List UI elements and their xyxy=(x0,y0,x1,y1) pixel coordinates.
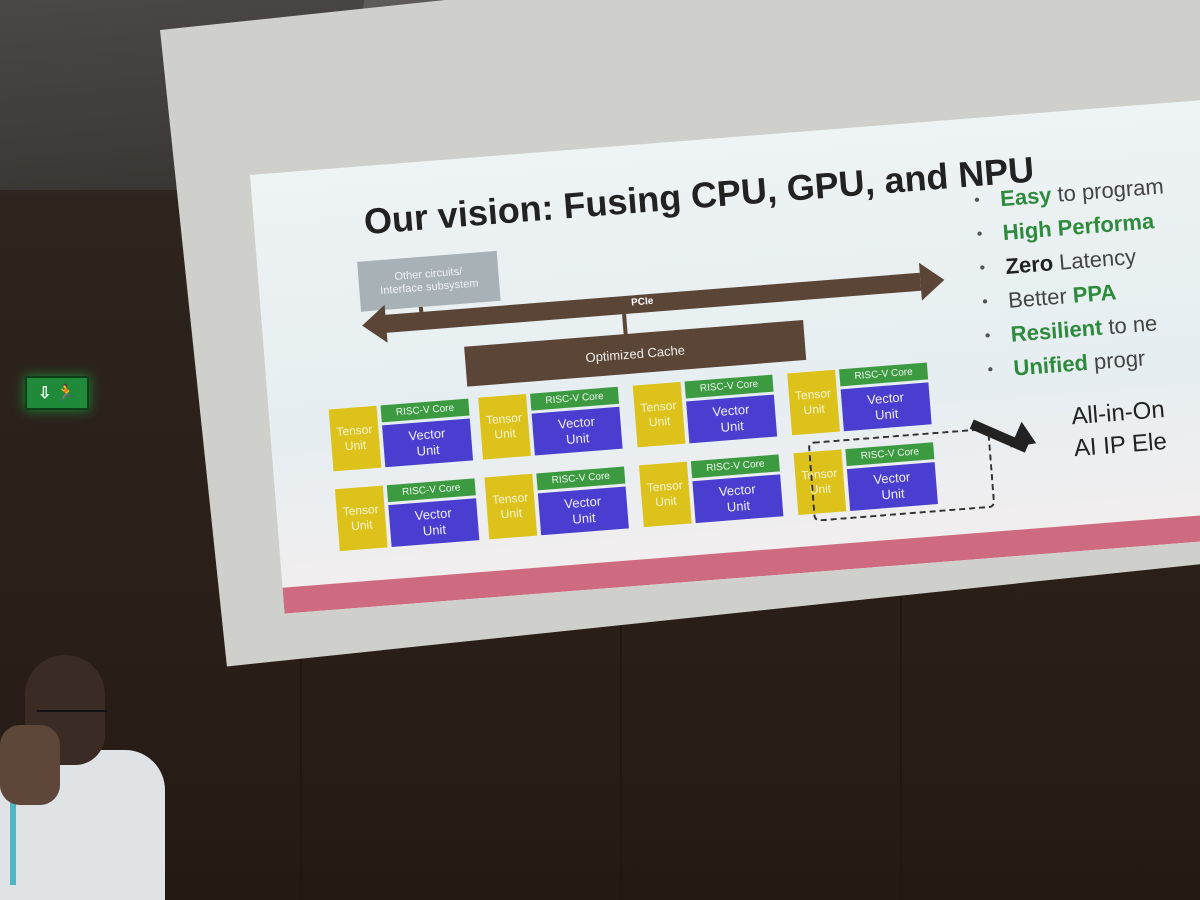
other-circuits-label: Other circuits/ Interface subsystem xyxy=(379,265,479,298)
tensor-unit-block: Tensor Unit xyxy=(484,473,538,540)
bullet-highlight: High Performa xyxy=(1001,208,1155,246)
pcie-label: PCIe xyxy=(630,295,654,309)
slide-title: Our vision: Fusing CPU, GPU, and NPU xyxy=(362,148,1036,243)
highlight-dashed-box xyxy=(807,427,996,522)
person-lanyard xyxy=(10,765,16,885)
bullet-item: • Resilient to ne xyxy=(984,310,1158,358)
bullet-text: Latency xyxy=(1052,243,1137,276)
bullet-dot: • xyxy=(981,293,989,311)
presentation-slide: Our vision: Fusing CPU, GPU, and NPU Oth… xyxy=(250,98,1200,614)
cache-label: Optimized Cache xyxy=(584,341,686,365)
bullet-dot: • xyxy=(984,327,992,345)
vector-unit-block: Vector Unit xyxy=(686,394,778,444)
vector-unit-block: Vector Unit xyxy=(840,382,932,432)
bullet-prefix: Better xyxy=(1007,282,1074,313)
bullet-dot: • xyxy=(978,259,986,278)
tensor-unit-block: Tensor Unit xyxy=(478,394,531,460)
callout-arrow-head xyxy=(1010,421,1042,457)
bullet-item: • Better PPA xyxy=(981,279,1118,324)
bullet-highlight: Resilient xyxy=(1009,314,1104,347)
bullet-highlight: Easy xyxy=(999,182,1053,212)
bullet-dot: • xyxy=(976,225,984,244)
bullet-list: •Easy to program •High Performa •Zero La… xyxy=(973,173,1165,392)
bullet-dot: • xyxy=(986,361,994,379)
audience-member xyxy=(0,655,170,900)
callout-line-2: AI IP Ele xyxy=(1072,428,1168,463)
tensor-unit-block: Tensor Unit xyxy=(334,485,388,552)
bus-arrow-right xyxy=(918,260,946,301)
person-hands xyxy=(0,725,60,805)
tensor-unit-block: Tensor Unit xyxy=(638,461,692,528)
bullet-highlight: Zero xyxy=(1004,250,1055,279)
vector-unit-block: Vector Unit xyxy=(531,406,623,456)
bullet-item: • Zero Latency xyxy=(979,244,1137,290)
bullet-text: progr xyxy=(1086,345,1147,375)
exit-sign: ⇩ 🏃 xyxy=(25,376,89,410)
callout-text: All-in-On AI IP Ele xyxy=(1070,394,1168,466)
other-circuits-block: Other circuits/ Interface subsystem xyxy=(357,250,501,312)
bullet-text: to ne xyxy=(1101,310,1159,340)
connector-line xyxy=(622,313,628,337)
vector-unit-block: Vector Unit xyxy=(692,474,784,524)
bullet-item: •Easy to program xyxy=(973,173,1165,222)
tensor-unit-block: Tensor Unit xyxy=(632,381,686,448)
tensor-unit-block: Tensor Unit xyxy=(328,405,382,472)
bullet-item: • High Performa xyxy=(976,208,1155,256)
vector-unit-block: Vector Unit xyxy=(382,418,474,468)
vector-unit-block: Vector Unit xyxy=(388,498,480,548)
vector-unit-block: Vector Unit xyxy=(537,486,629,536)
bullet-highlight: Unified xyxy=(1012,349,1089,381)
person-glasses xyxy=(37,710,107,722)
exit-sign-glyph: ⇩ 🏃 xyxy=(38,385,76,402)
bullet-item: • Unified progr xyxy=(987,345,1146,392)
bullet-highlight: PPA xyxy=(1071,279,1118,308)
bullet-text: to program xyxy=(1050,173,1165,208)
tensor-unit-block: Tensor Unit xyxy=(787,369,840,436)
